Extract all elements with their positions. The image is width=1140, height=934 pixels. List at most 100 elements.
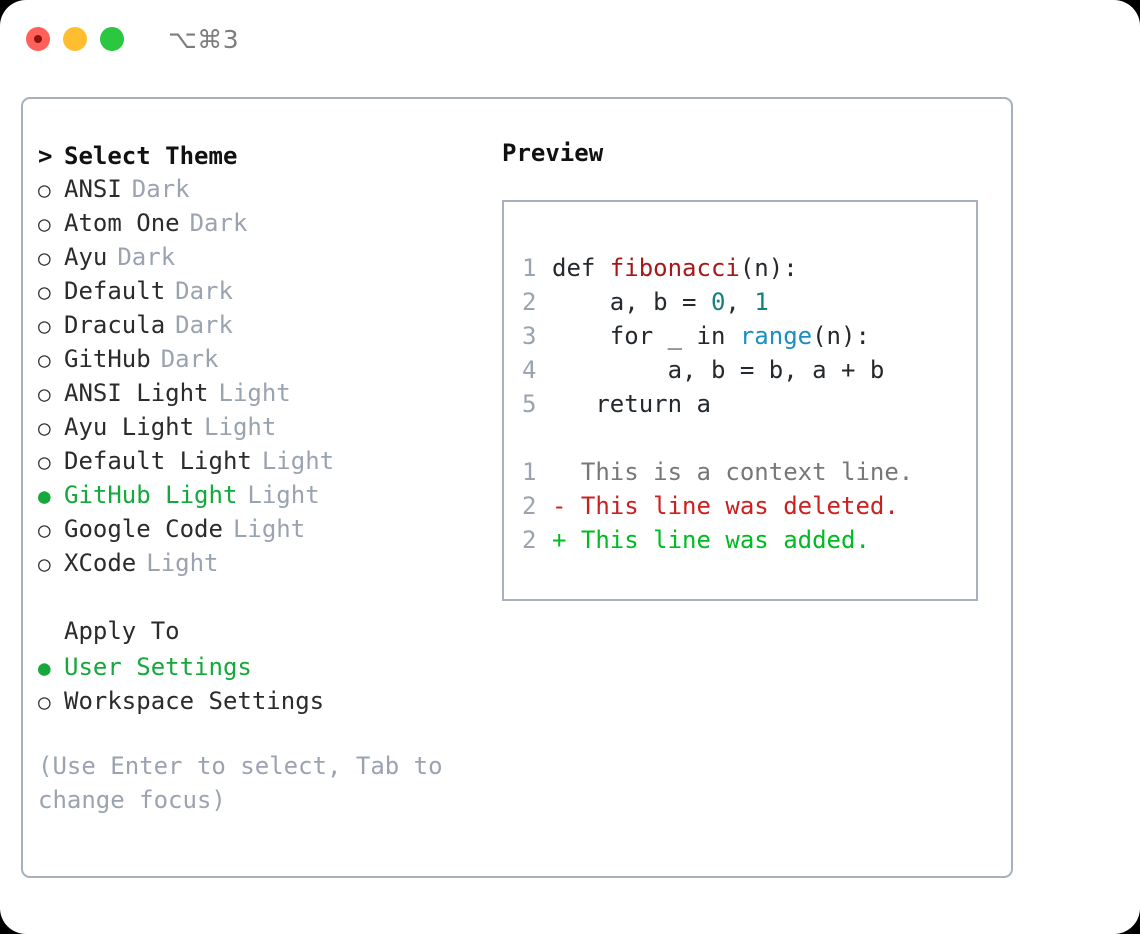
close-button[interactable] <box>26 27 50 51</box>
theme-option-atom-one[interactable]: ○ Atom One Dark <box>38 207 493 241</box>
theme-option-ayu-light[interactable]: ○ Ayu Light Light <box>38 411 493 445</box>
code-token-plain: a, b = b, a + b <box>552 356 885 384</box>
diff-line-number: 1 <box>522 458 537 486</box>
maximize-button[interactable] <box>100 27 124 51</box>
section-spacer <box>38 581 493 617</box>
apply-to-option-label: User Settings <box>64 653 252 681</box>
title-bar: ⌥⌘3 <box>0 0 1140 78</box>
theme-option-label: GitHub <box>64 345 151 373</box>
close-icon <box>34 35 42 43</box>
apply-to-option-workspace-settings[interactable]: ○ Workspace Settings <box>38 685 493 719</box>
code-token-num: 0 <box>710 288 726 316</box>
apply-to-option-label: Workspace Settings <box>64 687 325 715</box>
radio-empty-icon: ○ <box>38 280 51 304</box>
code-token-fn: fibonacci <box>609 254 740 282</box>
theme-variant-badge: Light <box>232 515 306 543</box>
radio-empty-icon: ○ <box>38 348 51 372</box>
preview-title: Preview <box>502 139 604 167</box>
code-line-text: for _ in range(n): <box>552 322 870 350</box>
radio-empty-icon: ○ <box>38 212 51 236</box>
radio-selected-icon: ● <box>38 484 51 508</box>
code-line: 5 return a <box>522 390 976 424</box>
diff-line-text: This line was added. <box>566 526 870 554</box>
code-token-plain: (n): <box>812 322 870 350</box>
minimize-button[interactable] <box>63 27 87 51</box>
code-line: 4 a, b = b, a + b <box>522 356 976 390</box>
theme-option-label: ANSI <box>64 175 122 203</box>
code-diff-spacer <box>522 424 976 458</box>
caret-icon: > <box>38 142 53 170</box>
code-token-num: 1 <box>754 288 769 316</box>
diff-sample: 1 This is a context line.2- This line wa… <box>522 458 976 560</box>
code-line-number: 3 <box>522 322 537 350</box>
radio-empty-icon: ○ <box>38 518 51 542</box>
theme-variant-badge: Light <box>146 549 219 577</box>
code-token-plain: , <box>725 288 755 316</box>
code-line: 3 for _ in range(n): <box>522 322 976 356</box>
theme-option-label: Dracula <box>64 311 166 339</box>
theme-option-label: Ayu Light <box>64 413 195 441</box>
code-line-text: a, b = 0, 1 <box>552 288 769 316</box>
diff-line-number: 2 <box>522 526 537 554</box>
theme-variant-badge: Dark <box>160 345 219 373</box>
theme-variant-badge: Dark <box>175 311 233 339</box>
diff-sign: + <box>552 526 567 554</box>
code-token-plain: for _ in <box>552 322 740 350</box>
theme-option-label: ANSI Light <box>64 379 209 407</box>
theme-variant-badge: Dark <box>175 277 233 305</box>
diff-line-add: 2 + This line was added. <box>522 526 976 560</box>
select-theme-header: > Select Theme <box>38 139 493 173</box>
theme-variant-badge: Dark <box>131 175 190 203</box>
code-token-call: range <box>739 322 813 350</box>
radio-empty-icon: ○ <box>38 450 51 474</box>
apply-to-options-list: ● User Settings ○ Workspace Settings <box>38 651 493 719</box>
diff-sign: - <box>552 492 567 520</box>
theme-option-google-code[interactable]: ○ Google Code Light <box>38 513 493 547</box>
apply-to-title: Apply To <box>64 617 180 645</box>
diff-line-number: 2 <box>522 492 537 520</box>
diff-line-del: 2- This line was deleted. <box>522 492 976 526</box>
theme-option-label: XCode <box>64 549 137 577</box>
code-line-number: 4 <box>522 356 537 384</box>
code-line-text: def fibonacci(n): <box>552 254 798 282</box>
theme-option-label: Default Light <box>64 447 252 475</box>
apply-to-header: Apply To <box>38 617 493 651</box>
radio-selected-icon: ● <box>38 656 51 680</box>
theme-variant-badge: Light <box>218 379 291 407</box>
radio-empty-icon: ○ <box>38 690 51 714</box>
diff-line-ctx: 1 This is a context line. <box>522 458 976 492</box>
theme-option-label: GitHub Light <box>64 481 238 509</box>
radio-empty-icon: ○ <box>38 246 51 270</box>
code-line-text: a, b = b, a + b <box>552 356 885 384</box>
select-theme-title: Select Theme <box>64 142 238 170</box>
diff-line-text: This is a context line. <box>566 458 914 486</box>
theme-option-label: Google Code <box>64 515 223 543</box>
code-line-number: 2 <box>522 288 537 316</box>
theme-variant-badge: Light <box>204 413 277 441</box>
theme-variant-badge: Dark <box>189 209 248 237</box>
traffic-lights <box>26 27 124 51</box>
theme-option-github[interactable]: ○ GitHub Dark <box>38 343 493 377</box>
code-token-plain: (n): <box>739 254 798 282</box>
radio-empty-icon: ○ <box>38 416 51 440</box>
apply-to-option-user-settings[interactable]: ● User Settings <box>38 651 493 685</box>
theme-option-label: Atom One <box>64 209 180 237</box>
code-line: 2 a, b = 0, 1 <box>522 288 976 322</box>
